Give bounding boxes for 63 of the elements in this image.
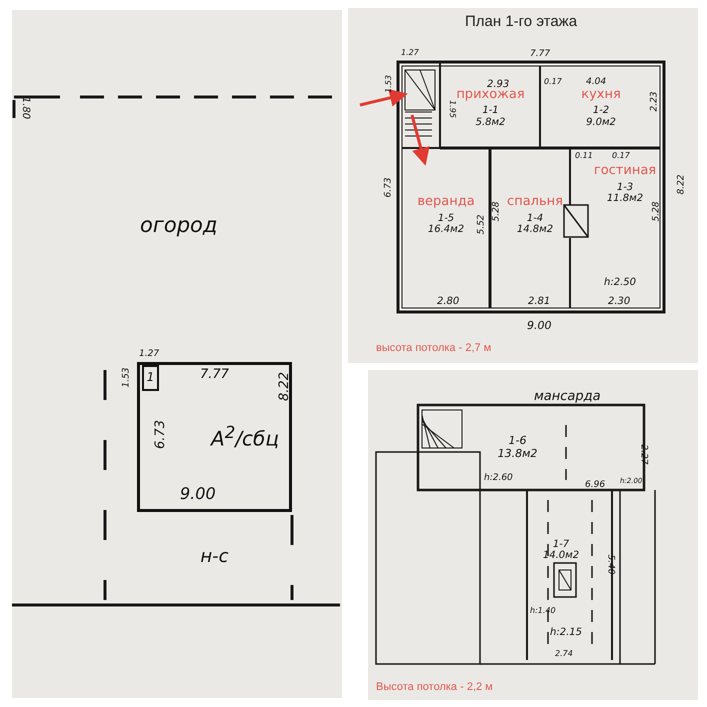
dimension-label: h:1.40	[530, 607, 556, 615]
dimension-label: 0.11	[575, 152, 593, 160]
room-label: 1-4	[526, 212, 544, 224]
dimension-label: 8.22	[678, 174, 687, 195]
dimension-label: 1.53	[122, 367, 132, 388]
room-label: А$^{2}$/сбц	[211, 423, 279, 451]
dimension-label: 8.22	[278, 372, 291, 401]
room-label: 1-3	[616, 182, 634, 194]
room-name: веранда	[417, 195, 475, 210]
dimension-label: 1.27	[401, 49, 419, 57]
dimension-label: 5.28	[652, 201, 662, 222]
dimension-label: 1.95	[448, 100, 456, 118]
dimension-label: 1.27	[139, 350, 160, 359]
room-name: кухня	[581, 88, 621, 102]
room-label: 5.8м2	[476, 116, 506, 128]
dimension-label: 0.17	[612, 152, 630, 160]
room-name: спальня	[507, 195, 563, 210]
dimension-label: 1.53	[384, 75, 393, 93]
room-label: 1-2	[592, 105, 610, 117]
dimension-label: 9.00	[180, 486, 216, 502]
dimension-label: 7.77	[200, 368, 229, 381]
room-label: 13.8м2	[498, 448, 538, 461]
room-label: 11.8м2	[606, 193, 644, 205]
dimension-label: 2.23	[650, 91, 660, 112]
area-label: огород	[140, 215, 218, 236]
dimension-label: 6.96	[585, 481, 606, 490]
room-label: 1-5	[438, 212, 454, 224]
dimension-label: h:2.15	[550, 628, 582, 638]
area-label: мансарда	[534, 390, 601, 403]
dimension-label: h:2.50	[604, 278, 636, 288]
dimension-label: 6.73	[384, 177, 394, 198]
building-outline	[137, 362, 292, 512]
plan-title: План 1-го этажа	[465, 14, 578, 29]
ceiling-height-note: Высота потолка - 2,2 м	[376, 682, 493, 693]
room-label: 1-7	[552, 538, 570, 550]
dimension-label: 2.81	[528, 297, 550, 307]
dimension-label: 2.80	[437, 297, 460, 307]
dimension-label: 4.04	[586, 78, 606, 87]
dimension-label: 5.28	[492, 201, 502, 222]
dimension-label: 2.27	[638, 444, 648, 465]
dimension-label: 9.00	[527, 320, 552, 331]
room-label: 14.0м2	[542, 550, 580, 562]
dimension-label: 7.77	[530, 50, 550, 59]
dimension-label: 2.30	[608, 297, 630, 307]
room-label: 14.8м2	[516, 224, 554, 236]
dimension-label: 2.93	[487, 80, 510, 90]
room-label: н-с	[200, 547, 229, 568]
dimension-label: 1.80	[20, 96, 30, 120]
dimension-label: 5.52	[478, 214, 487, 235]
dimension-label: 2.74	[555, 650, 573, 658]
room-label: 9.0м2	[586, 116, 616, 128]
room-label: 1-6	[508, 435, 526, 448]
dimension-label: h:2.60	[484, 474, 513, 483]
dimension-label: 0.17	[544, 78, 562, 86]
room-name: гостиная	[594, 164, 656, 179]
room-label: 1-1	[482, 105, 499, 117]
room-name: прихожая	[456, 88, 525, 102]
dimension-label: 6.73	[154, 420, 167, 449]
building-outline	[142, 365, 159, 391]
dimension-label: 5.40	[606, 554, 615, 575]
ceiling-height-note: высота потолка - 2,7 м	[376, 343, 492, 354]
room-label: 16.4м2	[428, 224, 464, 236]
room-label: 1	[146, 371, 154, 385]
